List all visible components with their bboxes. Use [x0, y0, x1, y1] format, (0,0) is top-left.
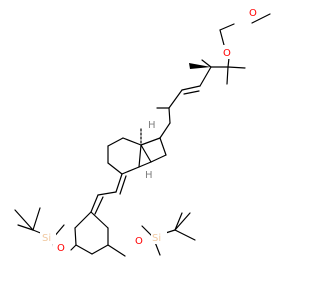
cd-ring-bonds: [107, 122, 171, 195]
atom-h-ring-top: H: [148, 120, 156, 131]
atom-o-right: O: [135, 236, 143, 247]
molecule-diagram: O O H H O O Si Si: [14, 5, 271, 257]
atom-labels: O O H H O O Si Si: [40, 5, 258, 254]
atom-o-left: O: [57, 243, 65, 254]
atom-o-ether: O: [223, 48, 231, 59]
side-chain-bonds: [156, 13, 271, 124]
molecule-structure-canvas: O O H H O O Si Si: [14, 5, 271, 257]
atom-o-methoxy: O: [249, 8, 257, 19]
atom-si-left: Si: [42, 233, 51, 244]
linker-bonds: [90, 191, 117, 215]
a-ring-bonds: [70, 211, 126, 257]
right-tbs-bonds: [141, 212, 196, 256]
atom-h-ring-bottom: H: [145, 170, 153, 181]
atom-si-right: Si: [152, 233, 161, 244]
stereo-wedge-methyl: [189, 63, 211, 69]
